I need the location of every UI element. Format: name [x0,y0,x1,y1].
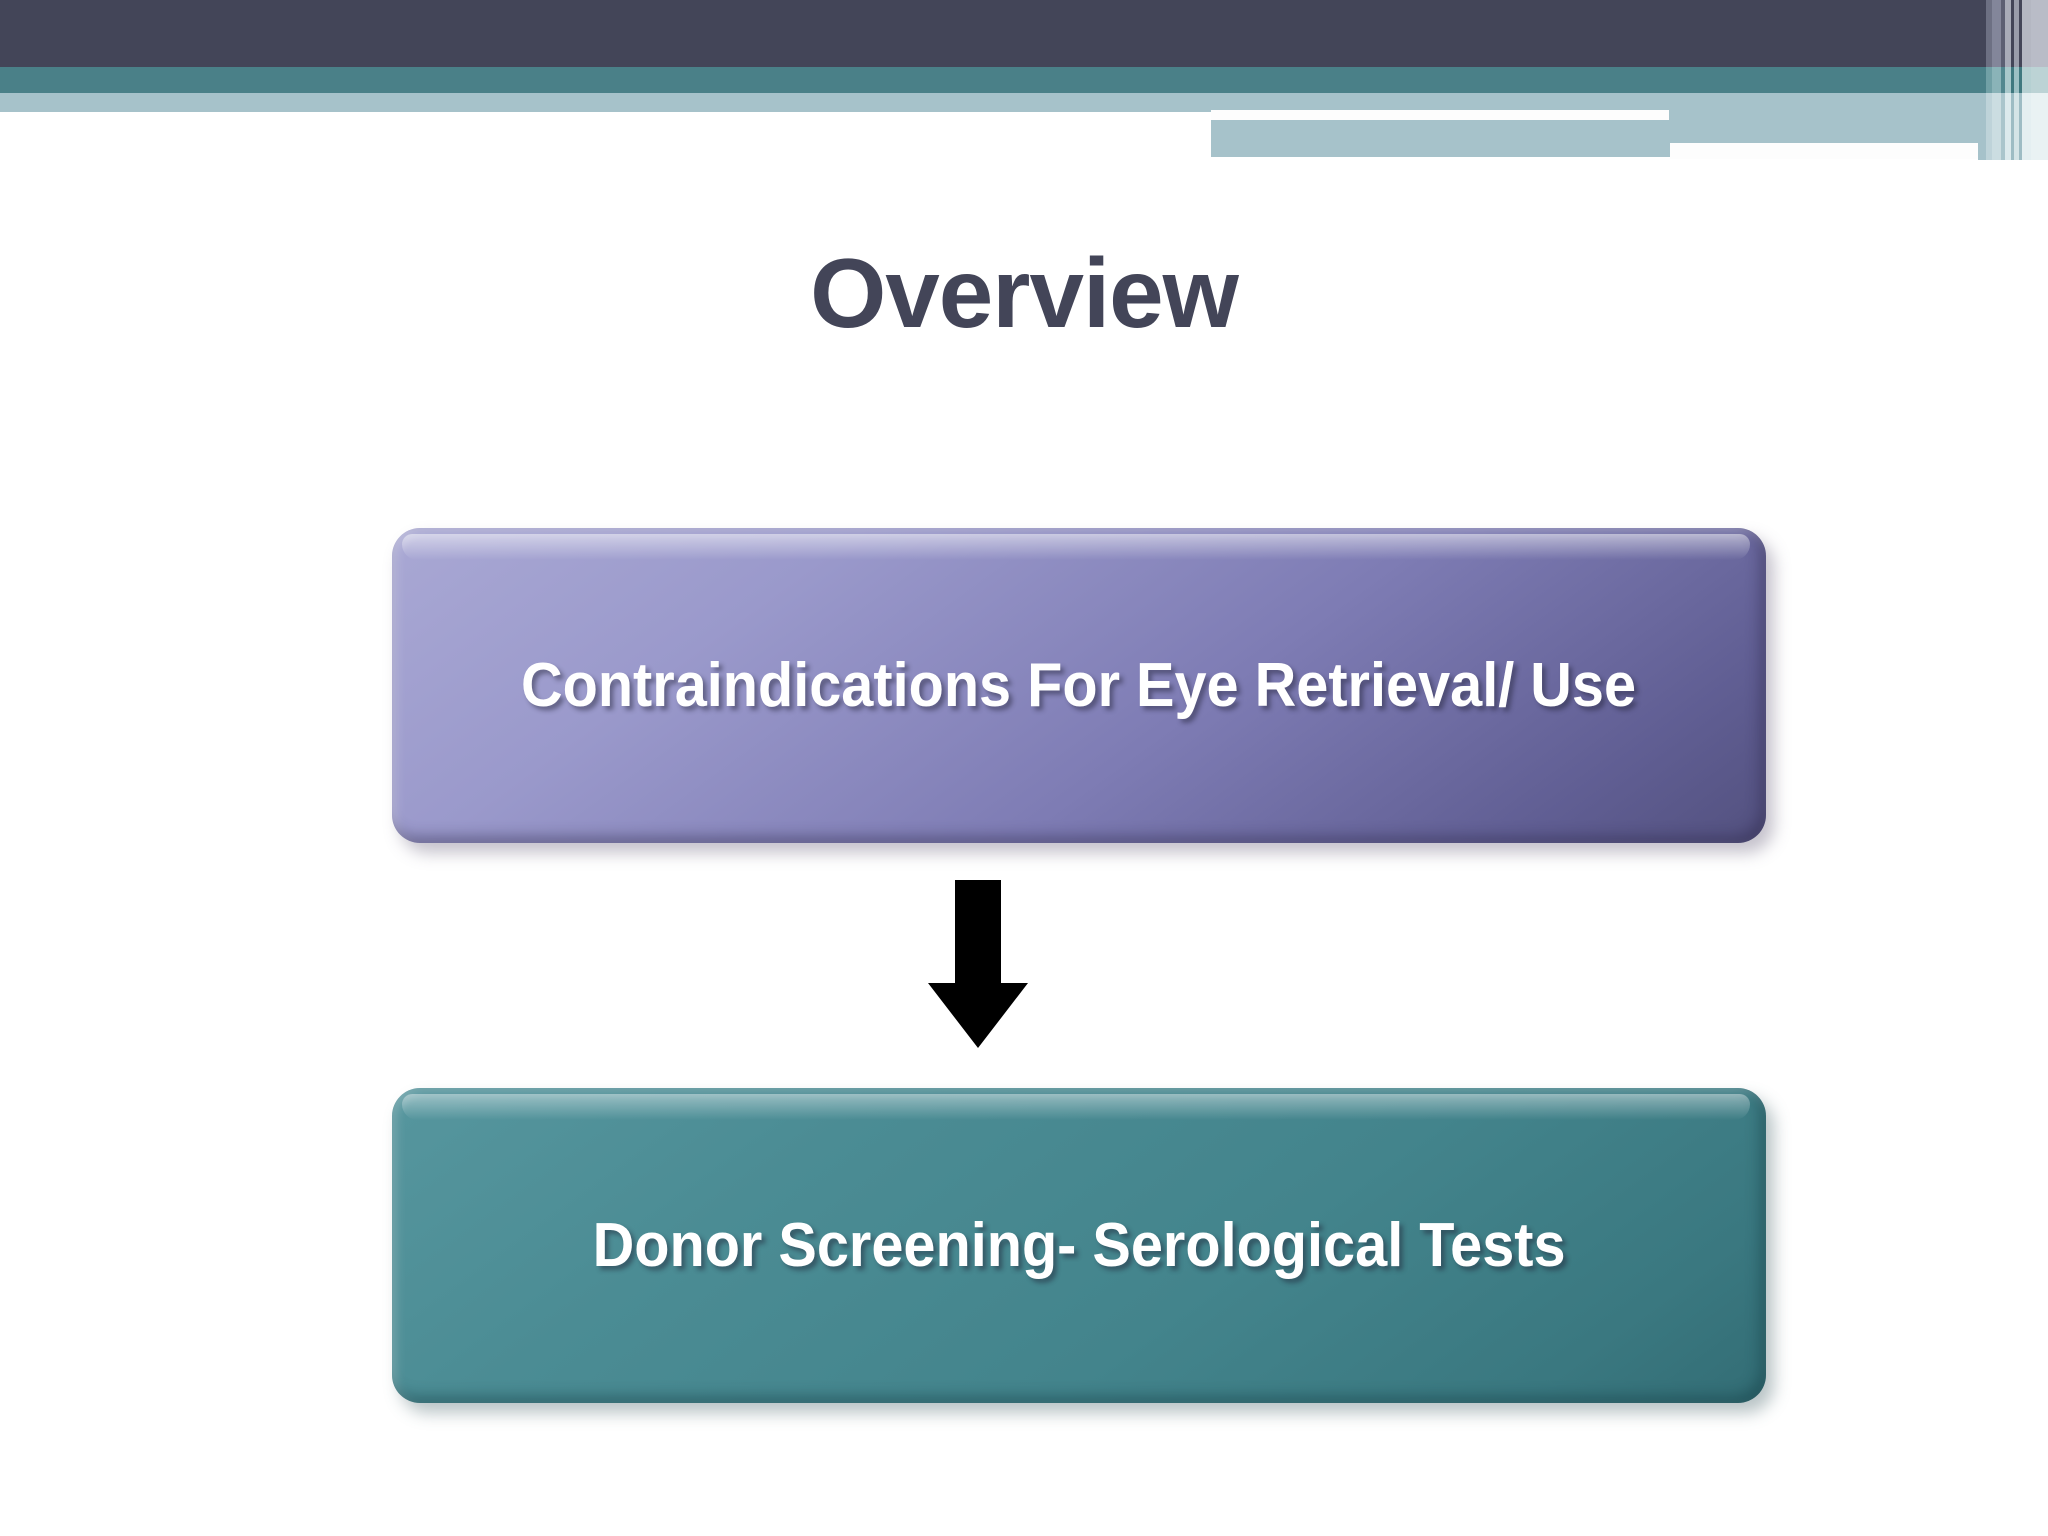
header-teal-band [0,67,2048,93]
header-dark-band [0,0,2048,67]
flow-node-donor-screening[interactable]: Donor Screening- Serological Tests [392,1088,1766,1403]
page-title: Overview [810,238,1239,348]
down-arrow-icon [928,880,1028,1048]
header-light-band-left [0,93,1211,112]
flow-node-donor-screening-label: Donor Screening- Serological Tests [592,1210,1566,1280]
flow-node-contraindications-label: Contraindications For Eye Retrieval/ Use [521,650,1637,720]
header-notch-upper [1211,110,1669,120]
flow-node-contraindications[interactable]: Contraindications For Eye Retrieval/ Use [392,528,1766,843]
flow-connector-arrow [925,880,1030,1050]
header-light-band-right-upper [1211,93,2048,125]
header-notch-lower [1670,143,2048,159]
